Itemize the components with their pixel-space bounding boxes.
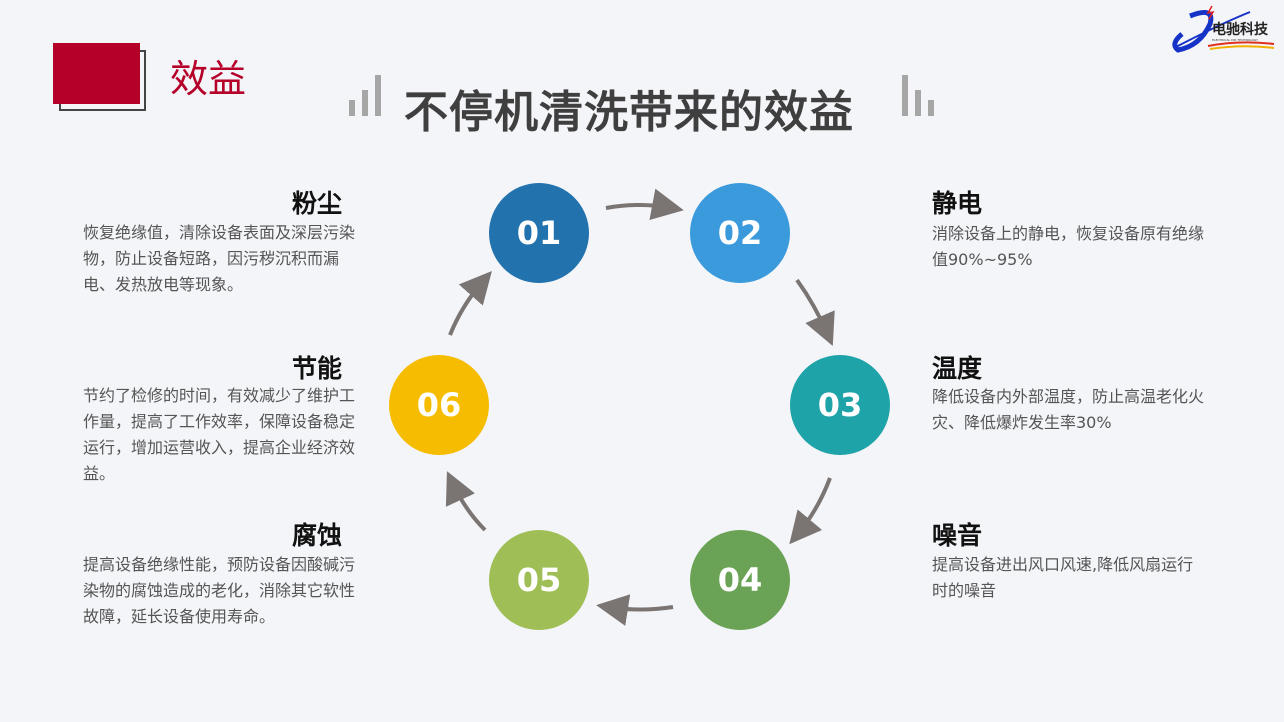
arrow-06-01 (448, 270, 492, 336)
step-title-static: 静电 (932, 189, 983, 218)
step-desc-temperature: 降低设备内外部温度，防止高温老化火灾、降低爆炸发生率30% (932, 387, 1205, 432)
title-deco-bar (362, 90, 368, 116)
step-title-noise: 噪音 (932, 521, 983, 550)
step-circle-02: 02 (690, 183, 790, 283)
arrow-03-04 (789, 477, 832, 545)
section-title: 效益 (170, 57, 247, 101)
step-circle-03: 03 (790, 355, 890, 455)
arrow-04-05 (596, 594, 674, 626)
step-desc-dust: 恢复绝缘值，清除设备表面及深层污染物，防止设备短路，因污秽沉积而漏电、发热放电等… (83, 223, 356, 294)
title-deco-bar (375, 75, 381, 116)
step-circle-06: 06 (389, 355, 489, 455)
step-title-dust: 粉尘 (292, 189, 343, 218)
step-circle-01: 01 (489, 183, 589, 283)
step-desc-static: 消除设备上的静电，恢复设备原有绝缘值90%~95% (932, 224, 1205, 269)
arrow-01-02 (605, 188, 684, 221)
arrow-05-06 (445, 471, 487, 532)
title-deco-bar (928, 100, 934, 116)
svg-text:ELECTRICAL DRI TECHNOLOGY: ELECTRICAL DRI TECHNOLOGY (1212, 38, 1258, 42)
section-marker (53, 43, 140, 104)
title-deco-bar (915, 90, 921, 116)
step-circle-05: 05 (489, 530, 589, 630)
step-title-corrosion: 腐蚀 (292, 521, 343, 550)
page-title: 不停机清洗带来的效益 (404, 87, 854, 138)
step-title-temperature: 温度 (932, 354, 983, 383)
step-circle-04: 04 (690, 530, 790, 630)
title-deco-bar (902, 75, 908, 116)
step-desc-corrosion: 提高设备绝缘性能，预防设备因酸碱污染物的腐蚀造成的老化，消除其它软性故障，延长设… (83, 555, 356, 626)
step-desc-energy: 节约了检修的时间，有效减少了维护工作量，提高了工作效率，保障设备稳定运行，增加运… (83, 386, 356, 483)
step-title-energy: 节能 (292, 354, 343, 383)
logo-text: 电驰科技 (1212, 21, 1269, 38)
title-deco-bar (349, 100, 355, 116)
step-desc-noise: 提高设备进出风口风速,降低风扇运行时的噪音 (932, 555, 1194, 600)
arrow-02-03 (795, 278, 835, 347)
company-logo: 电驰科技 ELECTRICAL DRI TECHNOLOGY (1170, 4, 1280, 56)
